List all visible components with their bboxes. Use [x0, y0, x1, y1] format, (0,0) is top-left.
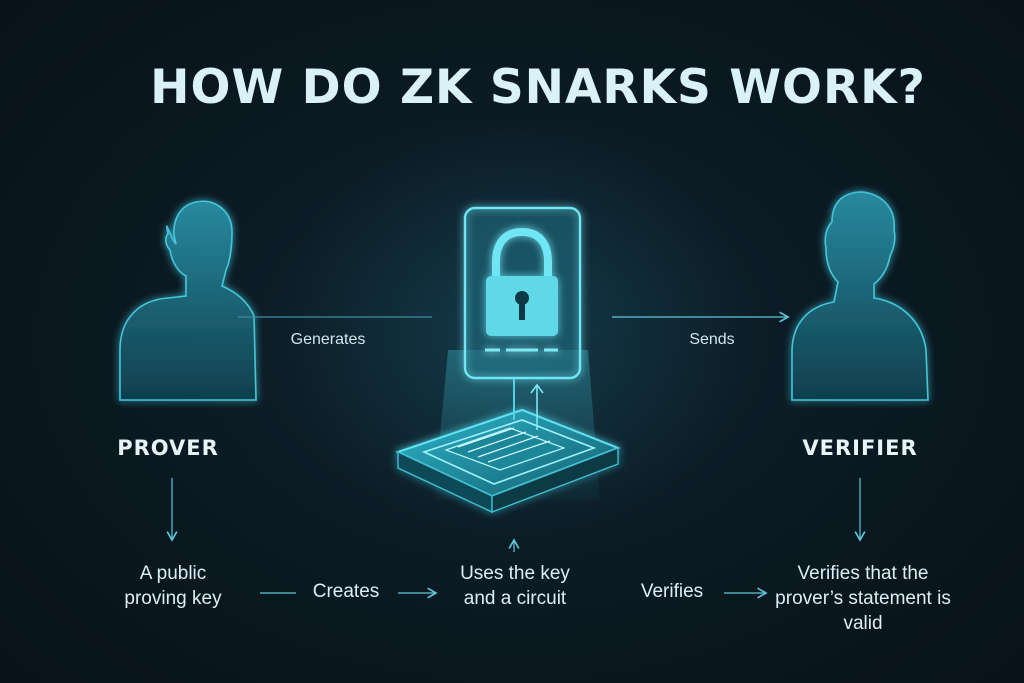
- chip-up-arrow-icon: [530, 383, 544, 430]
- step-public-key: A public proving key: [124, 563, 222, 609]
- verifies-label: Verifies: [640, 581, 704, 602]
- sends-label: Sends: [689, 331, 735, 348]
- page-title: HOW DO ZK SNARKS WORK?: [150, 60, 926, 115]
- verifier-label: VERIFIER: [802, 436, 918, 460]
- circuit-chip-icon: [395, 408, 621, 514]
- prover-label: PROVER: [117, 436, 219, 460]
- generates-label: Generates: [290, 331, 366, 348]
- step-statement-valid: Verifies that the prover’s statement is …: [775, 563, 951, 634]
- creates-label: Creates: [312, 581, 380, 602]
- step-uses-key: Uses the key and a circuit: [460, 563, 570, 609]
- lock-icon: [486, 227, 558, 336]
- verifier-person-icon: [791, 191, 929, 401]
- lock-card: [463, 206, 582, 380]
- prover-person-icon: [119, 200, 257, 401]
